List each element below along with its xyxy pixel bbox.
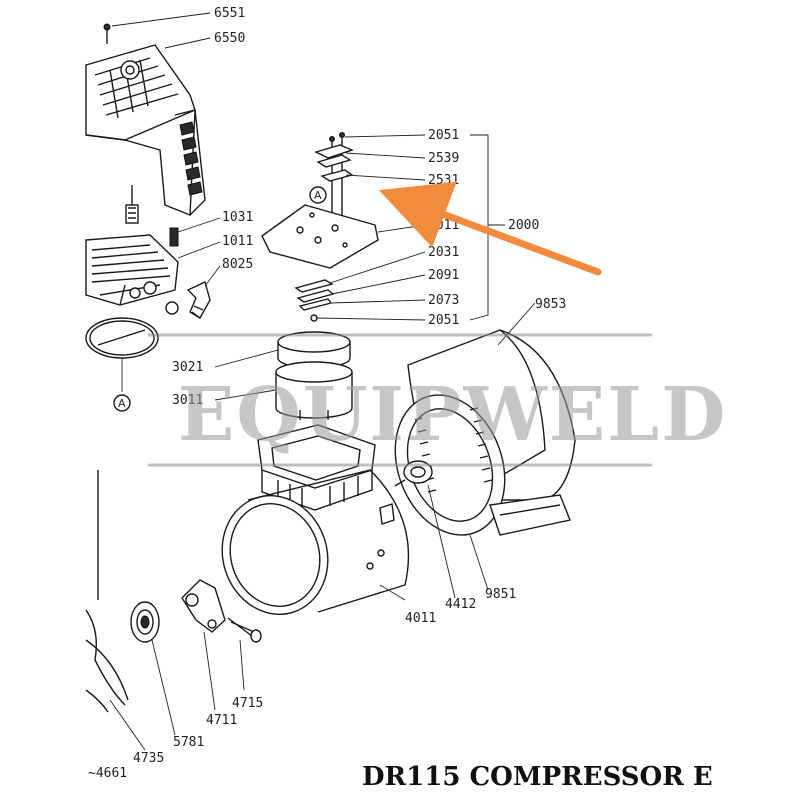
label-6550: 6550 — [214, 31, 245, 46]
head-bolt — [125, 185, 139, 224]
crankcase-housing — [221, 410, 410, 615]
label-6551: 6551 — [214, 6, 245, 21]
elbow-fitting — [165, 281, 211, 319]
label-2031: 2031 — [428, 245, 459, 260]
label-2051-top: 2051 — [428, 128, 459, 143]
svg-text:A: A — [314, 189, 322, 202]
label-9853: 9853 — [535, 297, 566, 312]
crank-arm — [181, 579, 226, 633]
label-3021: 3021 — [172, 360, 203, 375]
label-3011: 3011 — [172, 393, 203, 408]
head-stud — [169, 227, 179, 247]
label-1011: 1011 — [222, 234, 253, 249]
watermark-text: EQUIPWELD — [178, 372, 727, 458]
callout-circle-a-left: A — [113, 394, 131, 412]
cover-grille — [94, 57, 179, 119]
callout-circle-a-top: A — [309, 186, 327, 204]
label-2539: 2539 — [428, 151, 459, 166]
diagram-caption: DR115 COMPRESSOR E — [362, 762, 713, 792]
label-5781: 5781 — [173, 735, 204, 750]
valve-plate-assembly: A — [261, 132, 379, 322]
label-4715: 4715 — [232, 696, 263, 711]
label-2091: 2091 — [428, 268, 459, 283]
svg-text:A: A — [118, 397, 126, 410]
label-8025: 8025 — [222, 257, 253, 272]
head-gasket — [85, 317, 159, 392]
highlight-arrow — [378, 181, 602, 276]
leader-lines — [109, 12, 536, 751]
label-4735: 4735 — [133, 751, 164, 766]
label-2073: 2073 — [428, 293, 459, 308]
cooling-fan — [85, 609, 129, 713]
label-4412: 4412 — [445, 597, 476, 612]
crank-screw — [227, 617, 262, 643]
ball-bearing — [130, 601, 160, 643]
label-2000: 2000 — [508, 218, 539, 233]
label-9851: 9851 — [485, 587, 516, 602]
head-cover — [85, 44, 206, 217]
cover-screw — [103, 23, 111, 44]
cylinder-head — [85, 234, 179, 306]
watermark: EQUIPWELD — [148, 333, 727, 467]
electric-motor — [394, 329, 576, 536]
label-1031: 1031 — [222, 210, 253, 225]
label-4711: 4711 — [206, 713, 237, 728]
label-2051-bottom: 2051 — [428, 313, 459, 328]
label-4661: ~4661 — [88, 766, 127, 781]
part-label-group: 6551 6550 2051 2539 2531 2011 2000 2031 … — [88, 6, 566, 781]
label-4011: 4011 — [405, 611, 436, 626]
label-2531: 2531 — [428, 173, 459, 188]
